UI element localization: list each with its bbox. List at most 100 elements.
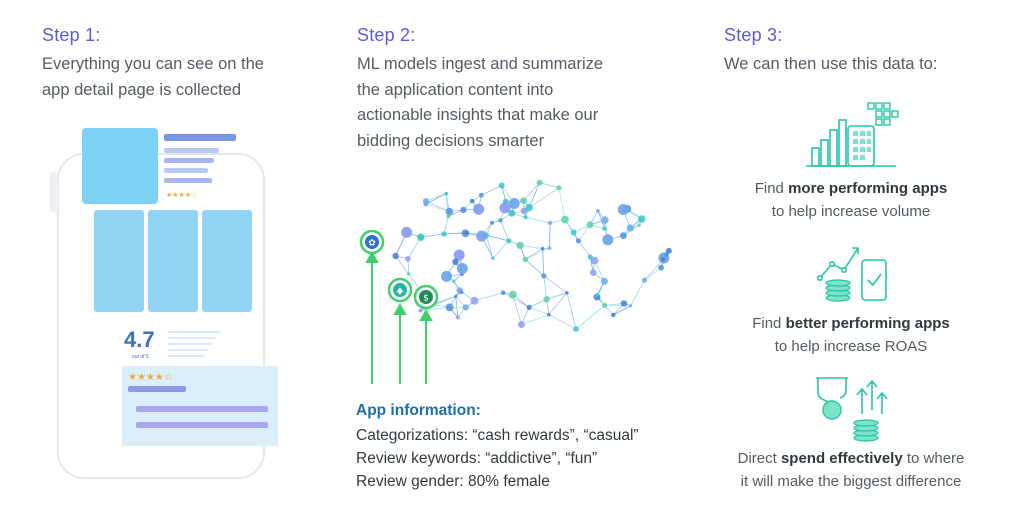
network-node xyxy=(454,294,458,298)
network-edge xyxy=(613,305,631,316)
benefit2-highlight: better performing apps xyxy=(785,315,950,332)
network-node xyxy=(522,256,529,263)
network-nodes xyxy=(392,179,672,332)
network-node xyxy=(601,277,608,285)
network-node xyxy=(499,202,511,214)
network-node xyxy=(561,215,569,224)
benefit3-highlight: spend effectively xyxy=(780,450,903,467)
network-node xyxy=(508,290,517,299)
input-app-icon-1: ✿ xyxy=(359,229,385,255)
network-edge xyxy=(597,210,605,229)
network-node xyxy=(596,209,600,213)
network-edge xyxy=(549,222,551,249)
network-node xyxy=(601,216,609,224)
step2-desc-line1: ML models ingest and summarize xyxy=(357,55,604,73)
bar-chart-phone-icon xyxy=(806,102,899,167)
info-categorizations: Categorizations: “cash rewards”, “casual… xyxy=(356,427,639,445)
network-node xyxy=(452,279,456,283)
benefit2-prefix: Find xyxy=(752,315,786,332)
network-node xyxy=(452,258,459,266)
network-edge xyxy=(528,187,560,209)
phone-illustration: ★★★★☆ 4.7 out of 5 ★★★★☆ xyxy=(50,128,278,479)
benefit1-prefix: Find xyxy=(754,180,789,197)
rating-caption: out of 5 xyxy=(132,354,149,360)
network-node xyxy=(508,209,516,217)
network-node xyxy=(459,290,464,294)
network-node xyxy=(573,326,579,332)
svg-text:$: $ xyxy=(423,294,429,304)
network-edge xyxy=(500,220,510,241)
network-edge xyxy=(525,248,543,260)
input-app-icon-3: $ xyxy=(413,284,439,310)
step2-desc-line2: the application content into xyxy=(357,80,554,99)
network-edge xyxy=(395,255,410,275)
small-star-rating: ★★★★☆ xyxy=(166,191,197,199)
network-node xyxy=(456,263,468,274)
network-node xyxy=(541,273,547,279)
network-node xyxy=(483,232,489,239)
network-node xyxy=(418,308,423,313)
network-edge xyxy=(455,296,459,318)
network-node xyxy=(556,185,562,191)
network-edge xyxy=(528,307,549,316)
network-node xyxy=(516,241,524,250)
network-edge xyxy=(542,248,545,276)
network-node xyxy=(589,269,597,276)
network-edge xyxy=(525,247,550,260)
network-edge xyxy=(644,259,664,281)
network-edge xyxy=(543,275,547,300)
network-node xyxy=(536,179,543,186)
network-node xyxy=(520,197,527,204)
network-node xyxy=(464,231,469,235)
network-edge xyxy=(503,292,530,308)
network-node xyxy=(392,252,399,260)
network-edge xyxy=(528,298,547,308)
network-edge xyxy=(481,185,502,196)
input-app-icon-2: ◆ xyxy=(387,277,413,303)
network-node xyxy=(460,206,467,214)
review-gender-label: Review gender: xyxy=(356,473,464,490)
benefit1-highlight: more performing apps xyxy=(788,180,948,197)
input-arrows xyxy=(365,250,433,384)
screenshot-tile-3 xyxy=(202,210,252,312)
review-keywords-value: “addictive”, “fun” xyxy=(485,450,598,467)
network-node xyxy=(658,264,664,271)
step2-desc-line3: actionable insights that make our xyxy=(357,106,599,124)
info-review-keywords: Review keywords: “addictive”, “fun” xyxy=(356,450,597,468)
svg-text:◆: ◆ xyxy=(397,287,404,297)
screenshot-tile-2 xyxy=(148,210,198,312)
network-edge xyxy=(492,240,510,259)
network-edge xyxy=(566,292,577,330)
categorizations-label: Categorizations: xyxy=(356,427,469,444)
network-node xyxy=(641,277,648,283)
network-edge xyxy=(407,237,422,260)
network-node xyxy=(508,198,520,209)
network-node xyxy=(446,214,451,219)
svg-text:✿: ✿ xyxy=(368,239,376,249)
step2-title: Step 2: xyxy=(357,25,416,45)
network-node xyxy=(617,204,629,215)
benefit-more-performing-apps: Find more performing apps to help increa… xyxy=(706,177,996,223)
network-edge xyxy=(485,235,494,259)
step3-title: Step 3: xyxy=(724,25,783,45)
network-node xyxy=(665,247,672,254)
network-node xyxy=(500,290,506,295)
network-node xyxy=(418,234,425,241)
benefit3-suffix: to where xyxy=(902,450,965,467)
network-edge xyxy=(421,233,445,238)
network-edge xyxy=(528,182,540,208)
network-edges xyxy=(395,182,670,330)
network-node xyxy=(620,300,628,307)
network-edge xyxy=(525,259,545,277)
network-edge xyxy=(630,279,645,306)
network-node xyxy=(629,304,633,308)
review-star-rating: ★★★★☆ xyxy=(128,372,173,383)
step1-desc-line1: Everything you can see on the xyxy=(42,55,264,73)
network-edge xyxy=(425,193,447,205)
benefit1-line2: to help increase volume xyxy=(771,203,931,220)
network-node xyxy=(405,256,411,262)
rating-value: 4.7 xyxy=(124,327,155,352)
network-edge xyxy=(525,216,551,224)
network-node xyxy=(441,231,447,237)
network-node xyxy=(620,232,627,239)
